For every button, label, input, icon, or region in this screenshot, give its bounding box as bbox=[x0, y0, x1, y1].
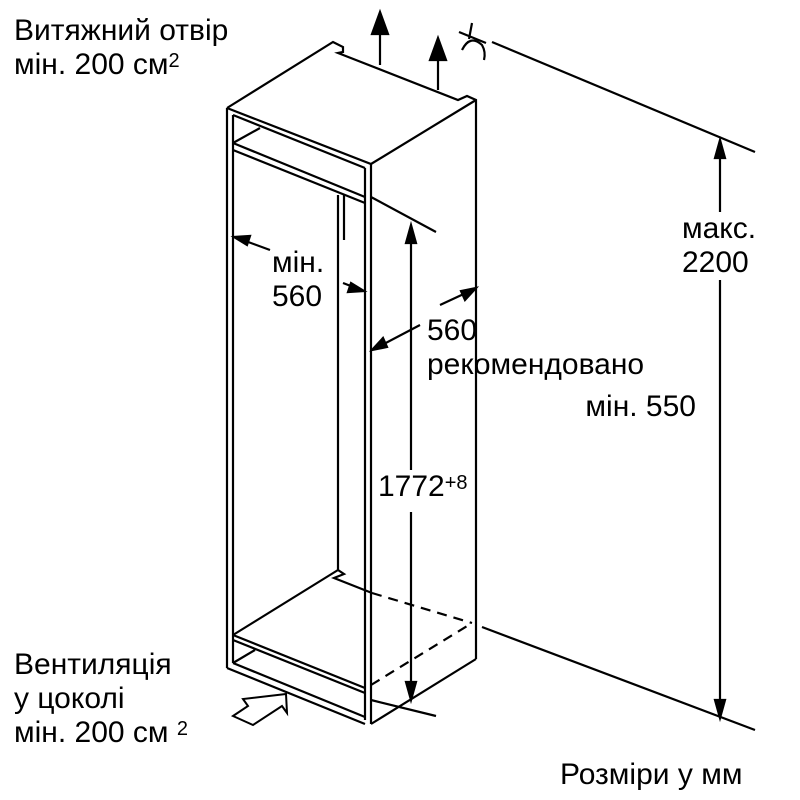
depth-label-recommended: рекомендовано bbox=[427, 348, 645, 381]
intake-arrow-icon bbox=[230, 692, 289, 727]
width-label-value: 560 bbox=[272, 280, 323, 313]
max-height-value: 2200 bbox=[682, 246, 749, 279]
height-tolerance: +8 bbox=[444, 472, 468, 494]
exhaust-area: мін. 200 см bbox=[14, 48, 169, 81]
units-note: Розміри у мм bbox=[560, 758, 743, 791]
width-label-line1: мін. bbox=[272, 246, 325, 279]
height-value: 1772 bbox=[378, 470, 445, 503]
ventilation-area: мін. 200 см bbox=[14, 716, 169, 749]
niche-outline bbox=[225, 40, 478, 726]
exhaust-label-line2: мін. 200 см2 bbox=[14, 48, 228, 82]
ventilation-label-line2: у цоколі bbox=[14, 682, 125, 715]
height-label: 1772+8 bbox=[378, 470, 468, 504]
exhaust-area-exponent: 2 bbox=[168, 50, 180, 72]
ventilation-area-exponent: 2 bbox=[176, 718, 189, 740]
tilt-symbol-icon bbox=[458, 22, 487, 61]
exhaust-arrow-icon bbox=[370, 8, 448, 90]
exhaust-label-line1: Витяжний отвір bbox=[14, 14, 229, 47]
depth-label-min: мін. 550 bbox=[585, 390, 696, 423]
max-height-label: макс. 2200 bbox=[682, 212, 757, 280]
dimension-lines bbox=[230, 40, 756, 732]
ventilation-label-line3: мін. 200 см 2 bbox=[14, 716, 188, 750]
ventilation-label-line1: Вентиляція bbox=[14, 648, 172, 681]
max-height-label-line1: макс. bbox=[682, 212, 757, 245]
width-label: мін. 560 bbox=[272, 246, 324, 314]
exhaust-label: Витяжний отвір мін. 200 см2 bbox=[14, 14, 228, 82]
ventilation-label: Вентиляція у цоколі мін. 200 см 2 bbox=[14, 648, 188, 750]
depth-label-value: 560 bbox=[427, 314, 478, 347]
